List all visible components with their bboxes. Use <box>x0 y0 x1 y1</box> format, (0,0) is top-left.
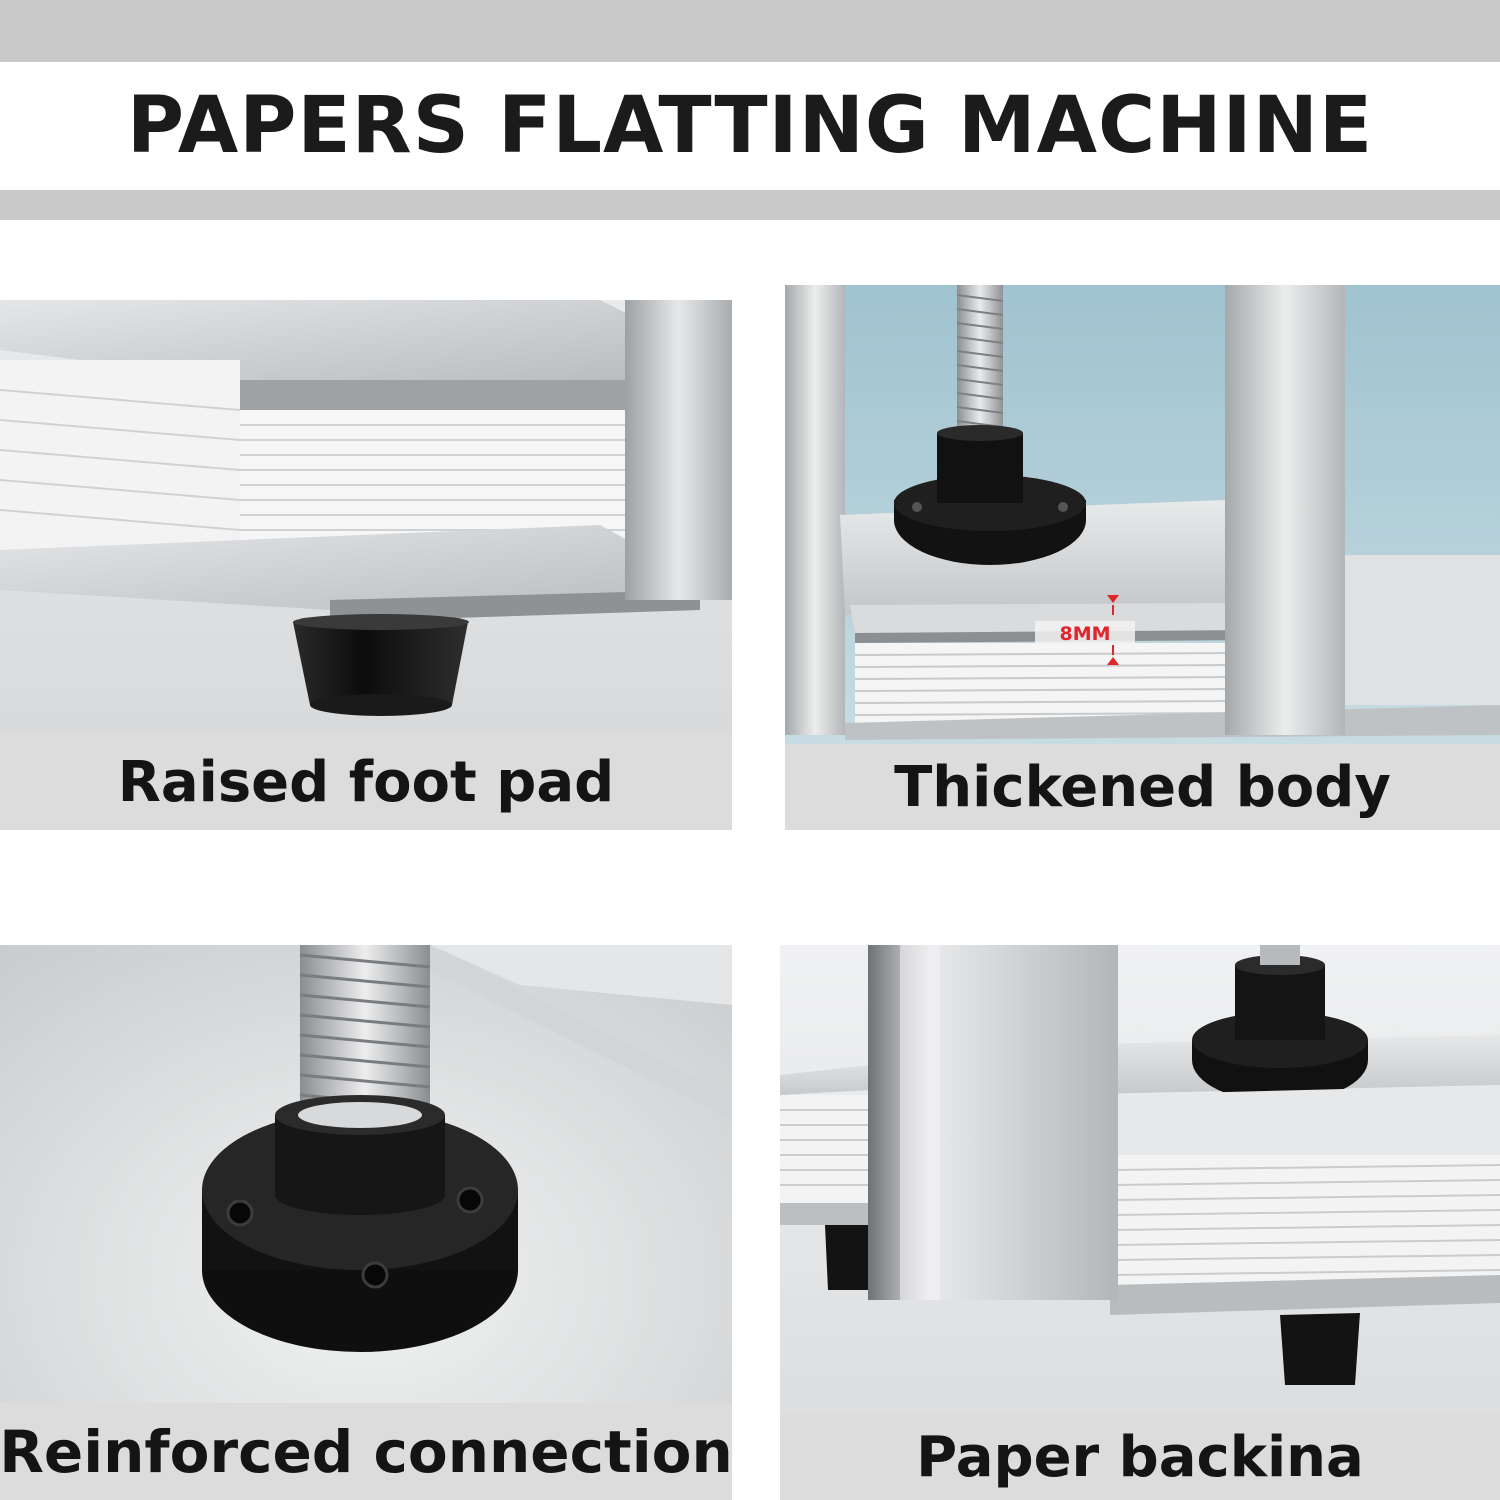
header-band-top <box>0 0 1500 62</box>
paper-backina-illustration <box>780 945 1500 1500</box>
panel-paper-backina: Paper backina <box>780 945 1500 1500</box>
panel-caption: Raised foot pad <box>0 734 732 830</box>
header-band-bottom <box>0 190 1500 220</box>
page-title: PAPERS FLATTING MACHINE <box>126 81 1374 171</box>
panel-raised-foot-pad: Raised foot pad <box>0 300 732 830</box>
panel-caption: Thickened body <box>785 744 1500 830</box>
dimension-marker: 8MM <box>1035 595 1135 665</box>
dimension-label: 8MM <box>1059 623 1110 645</box>
panel-caption: Reinforced connection <box>0 1403 732 1500</box>
thickened-body-illustration: 8MM <box>785 285 1500 830</box>
panel-caption: Paper backina <box>780 1414 1500 1500</box>
panel-reinforced-connection: Reinforced connection <box>0 945 732 1500</box>
panel-thickened-body: 8MM Thickened body <box>785 285 1500 830</box>
